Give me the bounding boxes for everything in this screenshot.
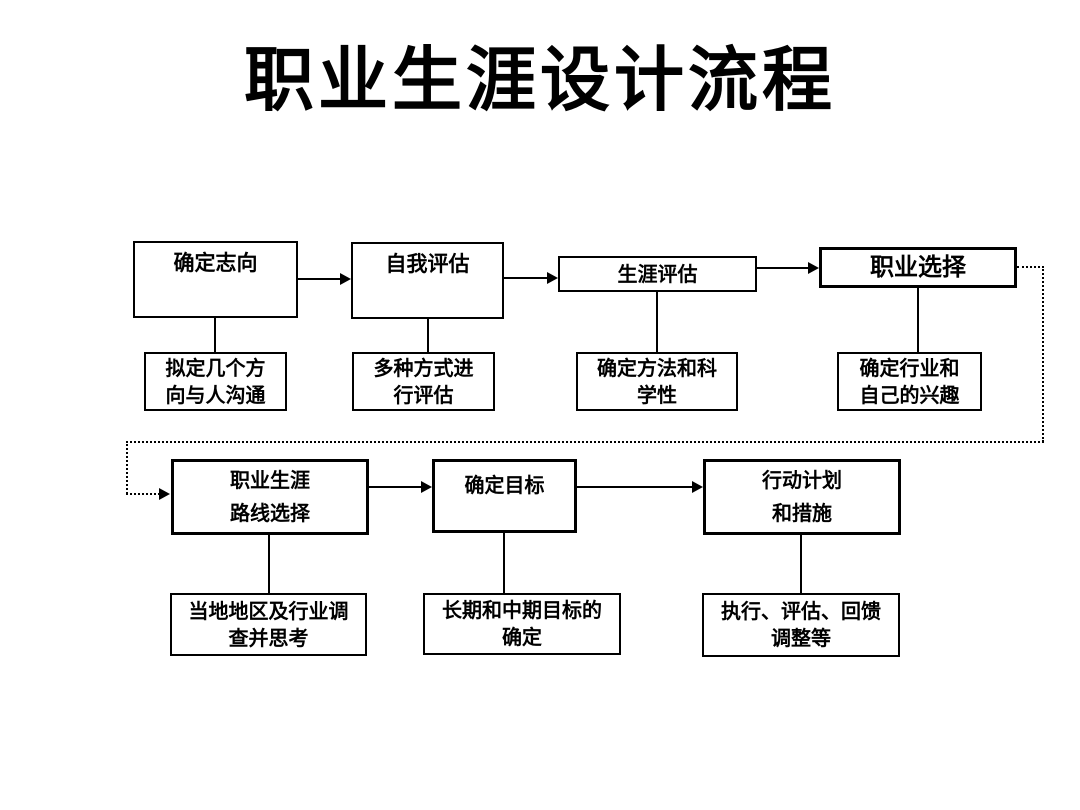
node-route-selection-detail: 当地地区及行业调 查并思考 [170, 593, 367, 656]
node-career-choice-label: 职业选择 [870, 253, 966, 281]
node-career-assessment-detail-line1: 确定方法和科 [597, 355, 717, 380]
node-route-selection-label-line1: 职业生涯 [230, 468, 310, 493]
node-action-plan: 行动计划 和措施 [703, 459, 901, 535]
connector-action-plan-detail [800, 535, 802, 593]
arrow-career-assessment-to-career-choice [757, 267, 810, 269]
node-career-assessment: 生涯评估 [558, 256, 757, 292]
connector-goal-setting-detail [503, 533, 505, 593]
node-action-plan-detail: 执行、评估、回馈 调整等 [702, 593, 900, 657]
node-self-assessment-label: 自我评估 [385, 252, 470, 276]
node-action-plan-detail-line2: 调整等 [771, 626, 831, 650]
arrow-route-selection-to-goal-setting [369, 486, 423, 488]
node-career-choice-detail-line2: 自己的兴趣 [859, 382, 960, 407]
connector-career-assessment-detail [656, 292, 658, 352]
node-ambition-label: 确定志向 [173, 251, 258, 275]
node-route-selection-detail-line2: 查并思考 [228, 625, 309, 650]
node-goal-setting-detail-line1: 长期和中期目标的 [442, 598, 602, 622]
node-route-selection: 职业生涯 路线选择 [171, 459, 369, 535]
node-career-choice: 职业选择 [819, 247, 1017, 288]
node-route-selection-detail-line1: 当地地区及行业调 [188, 598, 349, 623]
arrowhead-right-icon [692, 481, 703, 493]
arrowhead-right-icon [547, 272, 558, 284]
node-ambition-detail-line2: 向与人沟通 [165, 382, 266, 407]
node-goal-setting-detail-line2: 确定 [502, 625, 542, 649]
node-ambition-detail-line1: 拟定几个方 [165, 355, 266, 380]
node-career-choice-detail: 确定行业和 自己的兴趣 [837, 352, 982, 411]
connector-career-choice-detail [917, 288, 919, 352]
node-self-assessment: 自我评估 [351, 242, 504, 319]
connector-ambition-detail [214, 318, 216, 352]
arrow-goal-setting-to-action-plan [577, 486, 694, 488]
node-goal-setting-detail: 长期和中期目标的 确定 [423, 593, 621, 655]
node-career-choice-detail-line1: 确定行业和 [859, 355, 960, 380]
node-ambition-detail: 拟定几个方 向与人沟通 [144, 352, 287, 411]
arrow-self-assessment-to-career-assessment [504, 277, 549, 279]
node-self-assessment-detail-line2: 行评估 [393, 382, 454, 407]
feedback-path-segment-in [126, 493, 160, 495]
node-ambition: 确定志向 [133, 241, 298, 318]
node-route-selection-label-line2: 路线选择 [230, 500, 310, 525]
connector-self-assessment-detail [427, 319, 429, 352]
node-career-assessment-detail-line2: 学性 [637, 382, 677, 407]
node-career-assessment-detail: 确定方法和科 学性 [576, 352, 738, 411]
arrowhead-right-icon [421, 481, 432, 493]
feedback-path-segment-down-right [1042, 266, 1044, 442]
node-action-plan-label-line1: 行动计划 [762, 468, 842, 493]
feedback-path-segment-down-left [126, 441, 128, 494]
arrow-ambition-to-self-assessment [298, 278, 342, 280]
node-goal-setting-label: 确定目标 [464, 473, 545, 497]
connector-route-selection-detail [268, 535, 270, 593]
node-action-plan-label-line2: 和措施 [772, 500, 832, 525]
node-self-assessment-detail: 多种方式进 行评估 [352, 352, 495, 411]
node-self-assessment-detail-line1: 多种方式进 [373, 355, 474, 380]
arrowhead-right-icon [340, 273, 351, 285]
feedback-path-segment-out [1017, 266, 1044, 268]
page-title: 职业生涯设计流程 [244, 38, 836, 121]
node-action-plan-detail-line1: 执行、评估、回馈 [721, 599, 881, 623]
feedback-path-segment-across [126, 441, 1044, 443]
arrowhead-right-icon [159, 488, 170, 500]
node-career-assessment-label: 生涯评估 [617, 261, 698, 286]
arrowhead-right-icon [808, 262, 819, 274]
node-goal-setting: 确定目标 [432, 459, 577, 533]
